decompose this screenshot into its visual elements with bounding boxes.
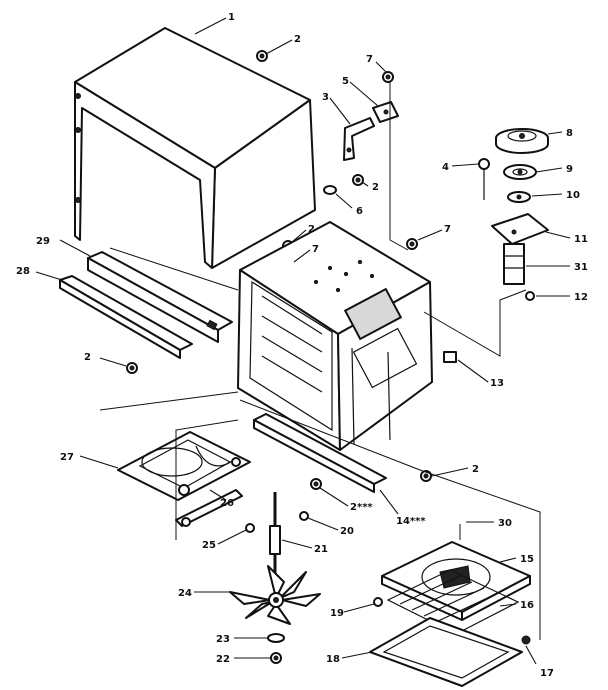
pulley-8-part [495,128,549,154]
motor-bracket-11-part [491,213,549,285]
trim-strip-29-part [87,251,233,343]
washer-23-part [267,633,285,643]
screw-12-part [525,291,535,301]
base-plate-15-part [381,541,531,621]
callout-3: 3 [322,92,329,103]
callout-20: 20 [340,526,354,537]
callout-19: 19 [330,608,344,619]
callout-7: 7 [366,54,373,65]
rail-14-part [253,413,387,493]
callout-5: 5 [342,76,349,87]
callout-17: 17 [540,668,554,679]
callout-8: 8 [566,128,573,139]
callout-16: 16 [520,600,534,611]
drip-tray-18-part [369,617,523,687]
bracket-5-part [372,101,399,123]
callout-11: 11 [574,234,588,245]
callout-14: 14*** [396,516,426,527]
callout-29: 29 [36,236,50,247]
screw-2-side [352,174,364,186]
callout-23: 23 [216,634,230,645]
callout-1: 1 [228,12,235,23]
callout-28: 28 [16,266,30,277]
callout-7: 7 [312,244,319,255]
washer-6-part [323,185,337,195]
callout-2: 2 [294,34,301,45]
callout-6: 6 [356,206,363,217]
callout-21: 21 [314,544,328,555]
callout-13: 13 [490,378,504,389]
callout-9: 9 [566,164,573,175]
callout-4: 4 [442,162,449,173]
assembly-guide-lines [99,82,541,640]
callout-15: 15 [520,554,534,565]
leader-lines [35,17,571,665]
bracket-3-part [343,117,375,161]
outer-cabinet-part [74,27,316,269]
callout-2: 2 [472,464,479,475]
callout-18: 18 [326,654,340,665]
gear-9-part [503,164,537,180]
callout-25: 25 [202,540,216,551]
screw-2-top [256,50,268,62]
callout-2: 2*** [350,502,373,513]
callout-7: 7 [444,224,451,235]
trim-strip-28-part [59,275,193,359]
callout-10: 10 [566,190,580,201]
nut-7-top [382,71,394,83]
callout-12: 12 [574,292,588,303]
screw-2-lower-left [126,362,138,374]
callout-2: 2 [84,352,91,363]
foot-17-part [521,635,531,645]
nut-22-part [270,652,282,664]
callout-labels: 1 2 7 5 3 8 4 9 10 2 6 2 7 7 11 29 31 28… [16,12,588,679]
callout-27: 27 [60,452,74,463]
callout-26: 26 [220,498,234,509]
bracket-26-part [175,489,243,527]
callout-31: 31 [574,262,588,273]
fan-blade-24-part [229,565,321,625]
nut-7-right [406,238,418,250]
callout-2: 2 [372,182,379,193]
screw-2-bottom [310,478,322,490]
element-27-part [117,431,251,501]
callout-24: 24 [178,588,192,599]
screw-19-part [373,597,383,607]
washer-10-part [507,191,531,203]
callout-2: 2 [308,224,315,235]
callout-22: 22 [216,654,230,665]
callout-30: 30 [498,518,512,529]
main-chassis-part [237,221,433,451]
pin-4-part [478,158,490,200]
nut-13-part [443,351,457,363]
